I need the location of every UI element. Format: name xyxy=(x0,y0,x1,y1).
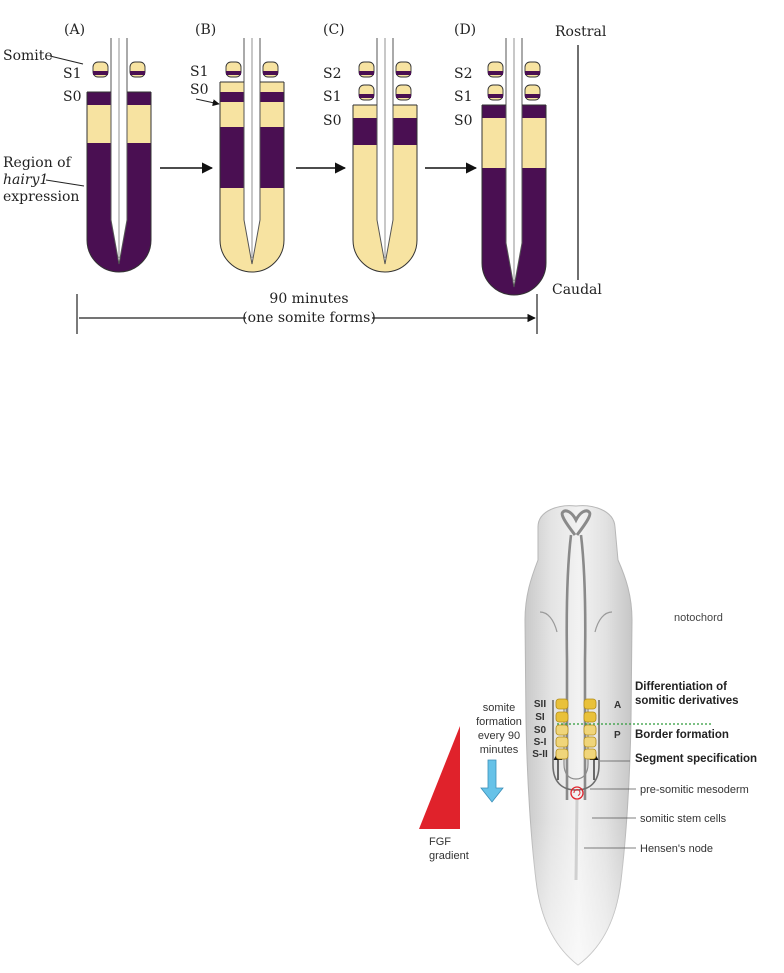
panel-b-somite-posterior-band xyxy=(263,71,278,75)
region-label-line3: expression xyxy=(3,189,79,205)
panel-a-stage-s0: S0 xyxy=(63,89,82,105)
panel-a-stage-s1: S1 xyxy=(63,66,82,82)
panel-c-u-outline xyxy=(352,105,418,273)
duration-label-line2: (one somite forms) xyxy=(242,310,376,326)
somite-row-label-sii: SII xyxy=(534,699,546,710)
somite-row-label-s-i: S-I xyxy=(534,737,547,748)
panel-c-somite-posterior-band xyxy=(396,71,411,75)
hensens-node-circle xyxy=(570,786,584,800)
panel-c-stage-s2: S2 xyxy=(323,66,342,82)
somite-row-label-s0: S0 xyxy=(534,725,547,736)
head-fold-left xyxy=(539,611,558,633)
panel-d-somite-posterior-band xyxy=(525,94,540,98)
somite-block xyxy=(583,736,597,748)
somite-block xyxy=(583,748,597,760)
duration-label-line1: 90 minutes xyxy=(269,291,348,307)
panel-label-a: (A) xyxy=(64,22,85,38)
panel-c-stage-s1: S1 xyxy=(323,89,342,105)
panel-c-somite-posterior-band xyxy=(359,94,374,98)
panel-c-somite-posterior-band xyxy=(359,71,374,75)
region-leader-line xyxy=(45,179,85,187)
somite-block xyxy=(555,748,569,760)
panel-b-stage-s0: S0 xyxy=(190,82,209,98)
somite-row-labels: SII SI S0 S-I S-II xyxy=(532,699,548,760)
somite-formation-text: somite formation every 90 minutes xyxy=(476,702,522,756)
panel-b-stage-s1: S1 xyxy=(190,64,209,80)
segment-specification-label: Segment specification xyxy=(635,753,757,765)
panel-d-stage-s1: S1 xyxy=(454,89,473,105)
panel-label-b: (B) xyxy=(195,22,216,38)
somite-formation-line1: somite xyxy=(483,702,515,714)
neural-tube-left-wall xyxy=(565,534,573,800)
hensens-node-inner xyxy=(573,789,581,796)
notochord-label: notochord xyxy=(674,612,723,624)
differentiation-label-line1: Differentiation of xyxy=(635,681,727,693)
hensens-node-label: Hensen's node xyxy=(640,843,713,855)
panel-label-d: (D) xyxy=(454,22,476,38)
panel-a-u-outline xyxy=(86,92,152,273)
presomitic-mesoderm-label: pre-somitic mesoderm xyxy=(640,784,749,796)
somite-leader-line xyxy=(49,55,84,65)
somitic-stem-cells-label: somitic stem cells xyxy=(640,813,727,825)
somite-block xyxy=(583,724,597,736)
fgf-gradient-triangle xyxy=(419,726,460,829)
panel-c-stage-s0: S0 xyxy=(323,113,342,129)
top-diagram: (A) (B) (C) (D) Rostral Caudal Somite Re… xyxy=(3,22,607,334)
somite-label: Somite xyxy=(3,48,53,64)
panel-c-somite-posterior-band xyxy=(396,94,411,98)
neural-tube-head xyxy=(560,509,592,536)
somite-row-label-si: SI xyxy=(535,712,545,723)
somite-block xyxy=(583,711,597,723)
anterior-label: A xyxy=(614,700,621,711)
somite-formation-line2: formation xyxy=(476,716,522,728)
border-formation-label: Border formation xyxy=(635,729,729,741)
differentiation-label-line2: somitic derivatives xyxy=(635,695,739,707)
fgf-label-line1: FGF xyxy=(429,836,451,848)
panel-a-somite-posterior-band xyxy=(130,71,145,75)
somite-block xyxy=(555,711,569,723)
rostral-label: Rostral xyxy=(555,24,607,40)
panel-d-stage-s0: S0 xyxy=(454,113,473,129)
u-shaped-psm-group xyxy=(86,38,547,296)
panel-d-somite-posterior-band xyxy=(488,94,503,98)
panel-d-stage-s2: S2 xyxy=(454,66,473,82)
panel-b-somite-posterior-band xyxy=(226,71,241,75)
fgf-label-line2: gradient xyxy=(429,850,469,862)
somite-formation-line4: minutes xyxy=(480,744,519,756)
somite-formation-arrow xyxy=(480,759,504,803)
head-fold-right xyxy=(594,611,613,633)
somite-block xyxy=(555,698,569,710)
posterior-label: P xyxy=(614,730,621,741)
somite-block xyxy=(555,724,569,736)
psm-inner-u xyxy=(563,700,589,780)
panel-d-somite-posterior-band xyxy=(525,71,540,75)
panel-b-u-outline xyxy=(219,82,285,273)
caudal-label: Caudal xyxy=(552,282,602,298)
region-label-line2: hairy1 xyxy=(3,172,48,188)
somite-blocks-group xyxy=(555,698,597,760)
neural-tube-right-wall xyxy=(579,534,587,800)
bottom-diagram: SII SI S0 S-I S-II A P notochord Differe… xyxy=(419,505,757,966)
panel-d-u-outline xyxy=(481,105,547,296)
panel-d-somite-posterior-band xyxy=(488,71,503,75)
somite-row-label-s-ii: S-II xyxy=(532,749,548,760)
panel-label-c: (C) xyxy=(323,22,345,38)
region-label-line1: Region of xyxy=(3,155,73,171)
somite-block xyxy=(583,698,597,710)
panel-b-s0-pointer xyxy=(195,98,220,107)
embryo-tail-fade xyxy=(526,820,631,965)
primitive-streak xyxy=(574,799,579,881)
panel-a-somite-posterior-band xyxy=(93,71,108,75)
somite-formation-line3: every 90 xyxy=(478,730,520,742)
somite-block xyxy=(555,736,569,748)
